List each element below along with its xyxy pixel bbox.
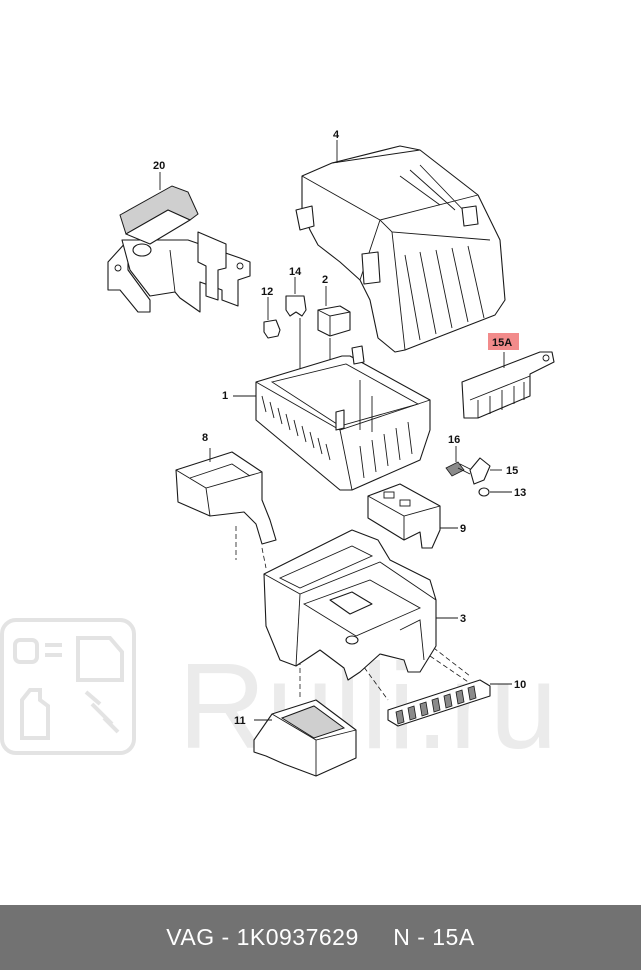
part-15-nut (469, 457, 502, 485)
watermark-shock-absorber-icon (84, 690, 120, 734)
callout-4: 4 (333, 129, 340, 141)
watermark-oil-icon (13, 638, 62, 664)
part-10-terminal-strip (387, 679, 512, 727)
callout-10: 10 (514, 679, 526, 691)
callout-13: 13 (514, 487, 526, 499)
part-13-nut (478, 487, 512, 497)
part-15a-fuse-strip (461, 351, 555, 419)
footer-part-number: VAG - 1K0937629 (166, 924, 359, 950)
callout-12: 12 (261, 286, 273, 298)
part-12-fuse (263, 297, 281, 339)
watermark-bottle-icon (20, 688, 50, 740)
part-3-lower-housing (263, 529, 458, 681)
callout-9: 9 (460, 523, 466, 535)
callout-2: 2 (322, 274, 328, 286)
callout-1: 1 (222, 390, 228, 402)
part-14-fuse (285, 277, 307, 380)
callout-15: 15 (506, 465, 518, 477)
part-20-bracket (107, 172, 251, 313)
callout-3: 3 (460, 613, 466, 625)
part-9-relay-carrier (367, 483, 458, 549)
callout-15a: 15A (492, 337, 512, 349)
callout-15a-highlight (488, 333, 519, 350)
footer-bar: VAG - 1K0937629 N - 15A (0, 905, 641, 970)
callout-11: 11 (234, 715, 246, 727)
part-4-cover (295, 140, 506, 353)
part-8-cover-cap (175, 448, 277, 545)
part-1-fuse-box (233, 345, 431, 491)
callout-20: 20 (153, 160, 165, 172)
part-16-bolt (445, 446, 473, 477)
watermark-door-icon (76, 636, 124, 682)
footer-spacer (359, 924, 393, 951)
footer-diagram-number: N - 15A (393, 924, 475, 950)
callout-8: 8 (202, 432, 208, 444)
part-11-small-box (253, 699, 357, 777)
exploded-parts-diagram: Rulli.ru 20 4 14 (0, 129, 558, 777)
callout-14: 14 (289, 266, 302, 278)
callout-16: 16 (448, 434, 460, 446)
